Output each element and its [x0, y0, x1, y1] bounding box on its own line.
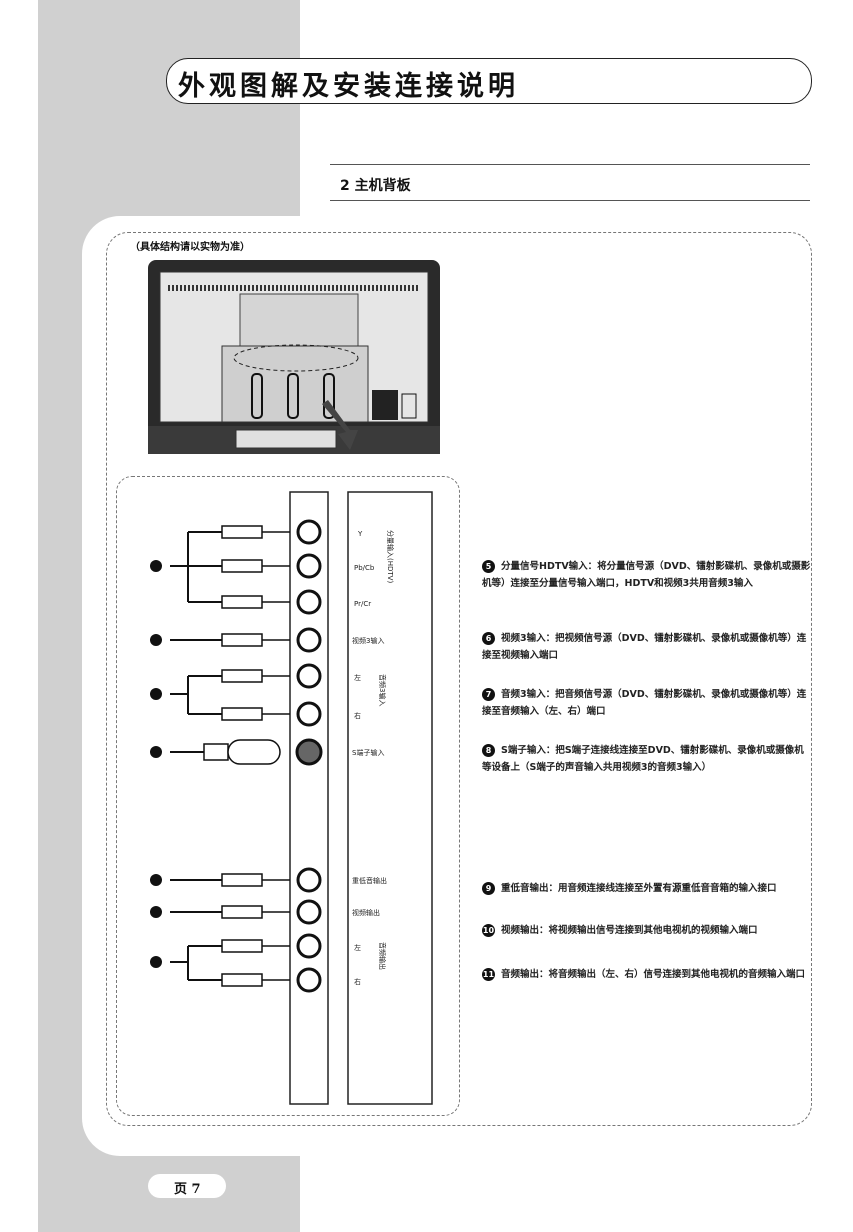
page-title: 外观图解及安装连接说明 — [178, 71, 519, 102]
rear-panel-illustration: Y Pb/Cb Pr/Cr 视频3输入 左 右 S端子输入 重低音输出 视频输出… — [150, 491, 433, 1105]
desc-number: 11 — [482, 968, 495, 981]
page-number-tab — [148, 1174, 226, 1198]
label-left-out: 左 — [354, 943, 361, 952]
section-rule-bottom — [330, 200, 810, 201]
label-pr: Pr/Cr — [354, 600, 371, 608]
desc-text: 音频输出：将音频输出（左、右）信号连接到其他电视机的音频输入端口 — [501, 969, 806, 980]
desc-item: 10 视频输出：将视频输出信号连接到其他电视机的视频输入端口 — [482, 922, 812, 939]
panel-frame — [116, 476, 460, 1116]
desc-text: 分量信号HDTV输入：将分量信号源（DVD、镭射影碟机、录像机或摄影机等）连接至… — [482, 561, 811, 589]
desc-text: 视频3输入：把视频信号源（DVD、镭射影碟机、录像机或摄像机等）连接至视频输入端… — [482, 633, 807, 661]
diagram-frame — [106, 232, 812, 1126]
desc-number: 8 — [482, 744, 495, 757]
desc-item: 11 音频输出：将音频输出（左、右）信号连接到其他电视机的音频输入端口 — [482, 966, 812, 983]
desc-number: 10 — [482, 924, 495, 937]
label-audio-out: 音频输出 — [378, 942, 387, 970]
label-right-out: 右 — [354, 977, 361, 986]
label-s-input: S端子输入 — [352, 748, 384, 757]
label-component: 分量输入(HDTV) — [386, 530, 395, 583]
structure-note: （具体结构请以实物为准） — [130, 242, 250, 253]
label-audio3: 音频3输入 — [378, 674, 387, 706]
desc-text: 视频输出：将视频输出信号连接到其他电视机的视频输入端口 — [501, 925, 758, 936]
desc-number: 7 — [482, 688, 495, 701]
desc-number: 9 — [482, 882, 495, 895]
section-title: 2 主机背板 — [340, 178, 411, 194]
label-left: 左 — [354, 673, 361, 682]
desc-text: S端子输入：把S端子连接线连接至DVD、镭射影碟机、录像机或摄像机等设备上（S端… — [482, 745, 804, 773]
label-pb: Pb/Cb — [354, 564, 375, 572]
desc-number: 6 — [482, 632, 495, 645]
label-right: 右 — [354, 711, 361, 720]
title-frame — [166, 58, 812, 104]
desc-number: 5 — [482, 560, 495, 573]
desc-item: 9 重低音输出：用音频连接线连接至外置有源重低音音箱的输入接口 — [482, 880, 812, 897]
label-sub-out: 重低音输出 — [352, 876, 387, 885]
label-y: Y — [357, 530, 363, 538]
section-rule-top — [330, 164, 810, 165]
desc-text: 音频3输入：把音频信号源（DVD、镭射影碟机、录像机或摄像机等）连接至音频输入（… — [482, 689, 807, 717]
label-video-out: 视频输出 — [352, 908, 380, 917]
tv-rear-illustration — [148, 260, 440, 454]
desc-text: 重低音输出：用音频连接线连接至外置有源重低音音箱的输入接口 — [501, 883, 777, 894]
page-number: 页 7 — [174, 1182, 201, 1197]
label-video3: 视频3输入 — [352, 636, 384, 645]
